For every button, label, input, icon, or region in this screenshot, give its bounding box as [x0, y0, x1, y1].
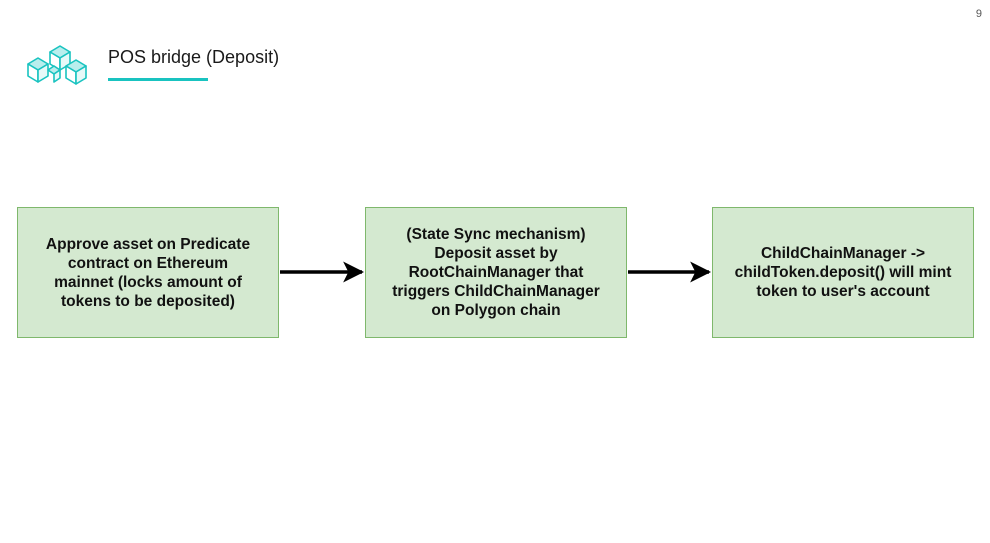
step-box-mint: ChildChainManager -> childToken.deposit(…	[712, 207, 974, 338]
step-line: triggers ChildChainManager	[392, 283, 600, 300]
step-line: token to user's account	[756, 283, 930, 300]
step-box-approve: Approve asset on Predicate contract on E…	[17, 207, 279, 338]
step-box-text: ChildChainManager -> childToken.deposit(…	[735, 244, 952, 301]
step-box-deposit: (State Sync mechanism) Deposit asset by …	[365, 207, 627, 338]
page-number: 9	[975, 8, 982, 20]
cubes-logo-icon	[27, 45, 87, 85]
step-line: on Polygon chain	[431, 302, 561, 319]
step-line: childToken.deposit() will mint	[734, 264, 952, 281]
title-underline	[108, 78, 208, 81]
step-line: ChildChainManager ->	[760, 245, 926, 262]
step-line: contract on Ethereum	[67, 254, 229, 272]
step-line: tokens to be deposited)	[61, 292, 235, 310]
step-line: RootChainManager that	[408, 264, 584, 281]
step-line: (State Sync mechanism)	[406, 226, 586, 243]
slide-title: POS bridge (Deposit)	[108, 47, 280, 67]
step-line: Approve asset on Predicate	[45, 235, 251, 253]
step-box-text: Approve asset on Predicate contract on E…	[46, 235, 250, 311]
step-line: Deposit asset by	[434, 245, 558, 262]
step-line: mainnet (locks amount of	[54, 273, 242, 291]
step-box-text: (State Sync mechanism) Deposit asset by …	[392, 225, 600, 320]
